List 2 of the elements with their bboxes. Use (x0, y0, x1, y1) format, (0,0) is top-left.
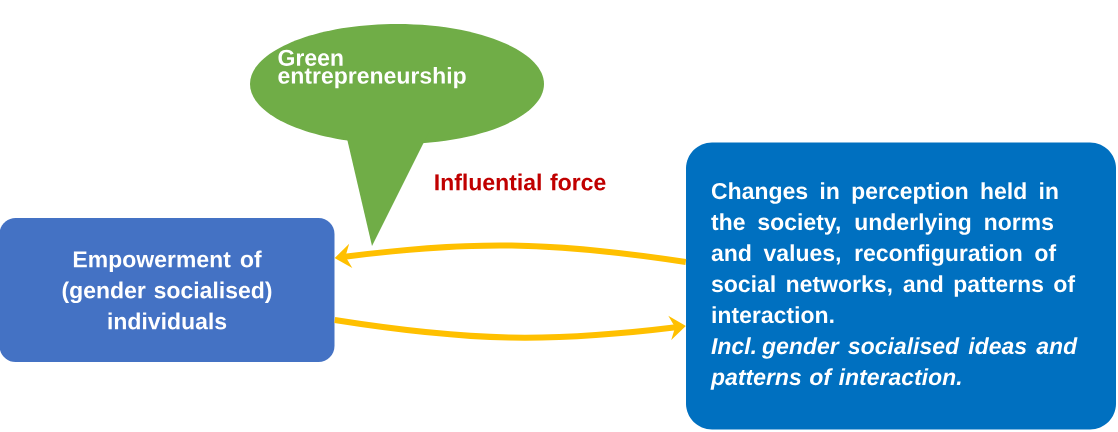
text-box: Changes in perception held in the society, underlying norms and values, reconfiguration of social networks, and patterns of interaction. Incl. gender socialised ideas and patterns of interaction. (686, 142, 1116, 430)
text-box: Empowerment of (gender socialised) individuals (0, 218, 335, 362)
